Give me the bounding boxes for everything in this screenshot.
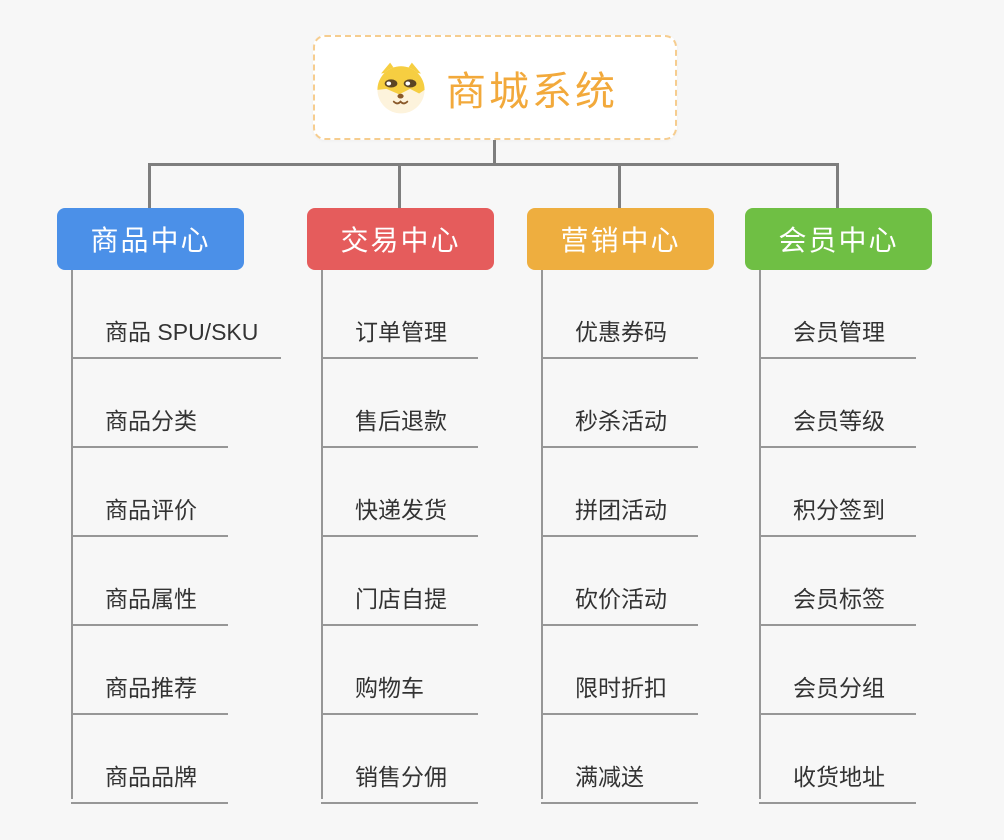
child-topic[interactable]: 商品分类 bbox=[71, 405, 228, 448]
branch-spine bbox=[321, 270, 323, 799]
child-topic[interactable]: 订单管理 bbox=[321, 316, 478, 359]
child-topic[interactable]: 收货地址 bbox=[759, 761, 916, 804]
child-topic[interactable]: 拼团活动 bbox=[541, 494, 698, 537]
child-topic[interactable]: 商品属性 bbox=[71, 583, 228, 626]
connector-drop-trade bbox=[398, 163, 401, 208]
connector-drop-member bbox=[836, 163, 839, 208]
branch-spine bbox=[541, 270, 543, 799]
connector-drop-marketing bbox=[618, 163, 621, 208]
child-topic[interactable]: 积分签到 bbox=[759, 494, 916, 537]
doge-icon bbox=[377, 62, 425, 113]
root-title: 商城系统 bbox=[446, 69, 618, 114]
child-topic[interactable]: 限时折扣 bbox=[541, 672, 698, 715]
child-topic[interactable]: 商品 SPU/SKU bbox=[71, 316, 282, 359]
branch-node-product-center[interactable]: 商品中心 bbox=[57, 208, 244, 270]
connector-bus bbox=[149, 163, 839, 166]
branch-node-marketing-center[interactable]: 营销中心 bbox=[527, 208, 714, 270]
child-topic[interactable]: 会员管理 bbox=[759, 316, 916, 359]
child-topic[interactable]: 快递发货 bbox=[321, 494, 478, 537]
branch-children-product-center: 商品 SPU/SKU 商品分类 商品评价 商品属性 商品推荐 商品品牌 bbox=[71, 270, 301, 804]
child-topic[interactable]: 会员标签 bbox=[759, 583, 916, 626]
branch-children-trade-center: 订单管理 售后退款 快递发货 门店自提 购物车 销售分佣 bbox=[321, 270, 551, 804]
connector-root-stub bbox=[493, 140, 496, 164]
branch-children-marketing-center: 优惠券码 秒杀活动 拼团活动 砍价活动 限时折扣 满减送 bbox=[541, 270, 771, 804]
root-node[interactable]: 商城系统 bbox=[313, 35, 677, 140]
branch-children-member-center: 会员管理 会员等级 积分签到 会员标签 会员分组 收货地址 bbox=[759, 270, 989, 804]
child-topic[interactable]: 商品评价 bbox=[71, 494, 228, 537]
child-topic[interactable]: 购物车 bbox=[321, 672, 478, 715]
branch-spine bbox=[759, 270, 761, 799]
child-topic[interactable]: 售后退款 bbox=[321, 405, 478, 448]
branch-spine bbox=[71, 270, 73, 799]
child-topic[interactable]: 满减送 bbox=[541, 761, 698, 804]
child-topic[interactable]: 销售分佣 bbox=[321, 761, 478, 804]
child-topic[interactable]: 砍价活动 bbox=[541, 583, 698, 626]
child-topic[interactable]: 商品推荐 bbox=[71, 672, 228, 715]
branch-node-trade-center[interactable]: 交易中心 bbox=[307, 208, 494, 270]
branch-node-member-center[interactable]: 会员中心 bbox=[745, 208, 932, 270]
child-topic[interactable]: 秒杀活动 bbox=[541, 405, 698, 448]
connector-drop-product bbox=[148, 163, 151, 208]
child-topic[interactable]: 会员等级 bbox=[759, 405, 916, 448]
child-topic[interactable]: 门店自提 bbox=[321, 583, 478, 626]
child-topic[interactable]: 优惠券码 bbox=[541, 316, 698, 359]
child-topic[interactable]: 商品品牌 bbox=[71, 761, 228, 804]
child-topic[interactable]: 会员分组 bbox=[759, 672, 916, 715]
